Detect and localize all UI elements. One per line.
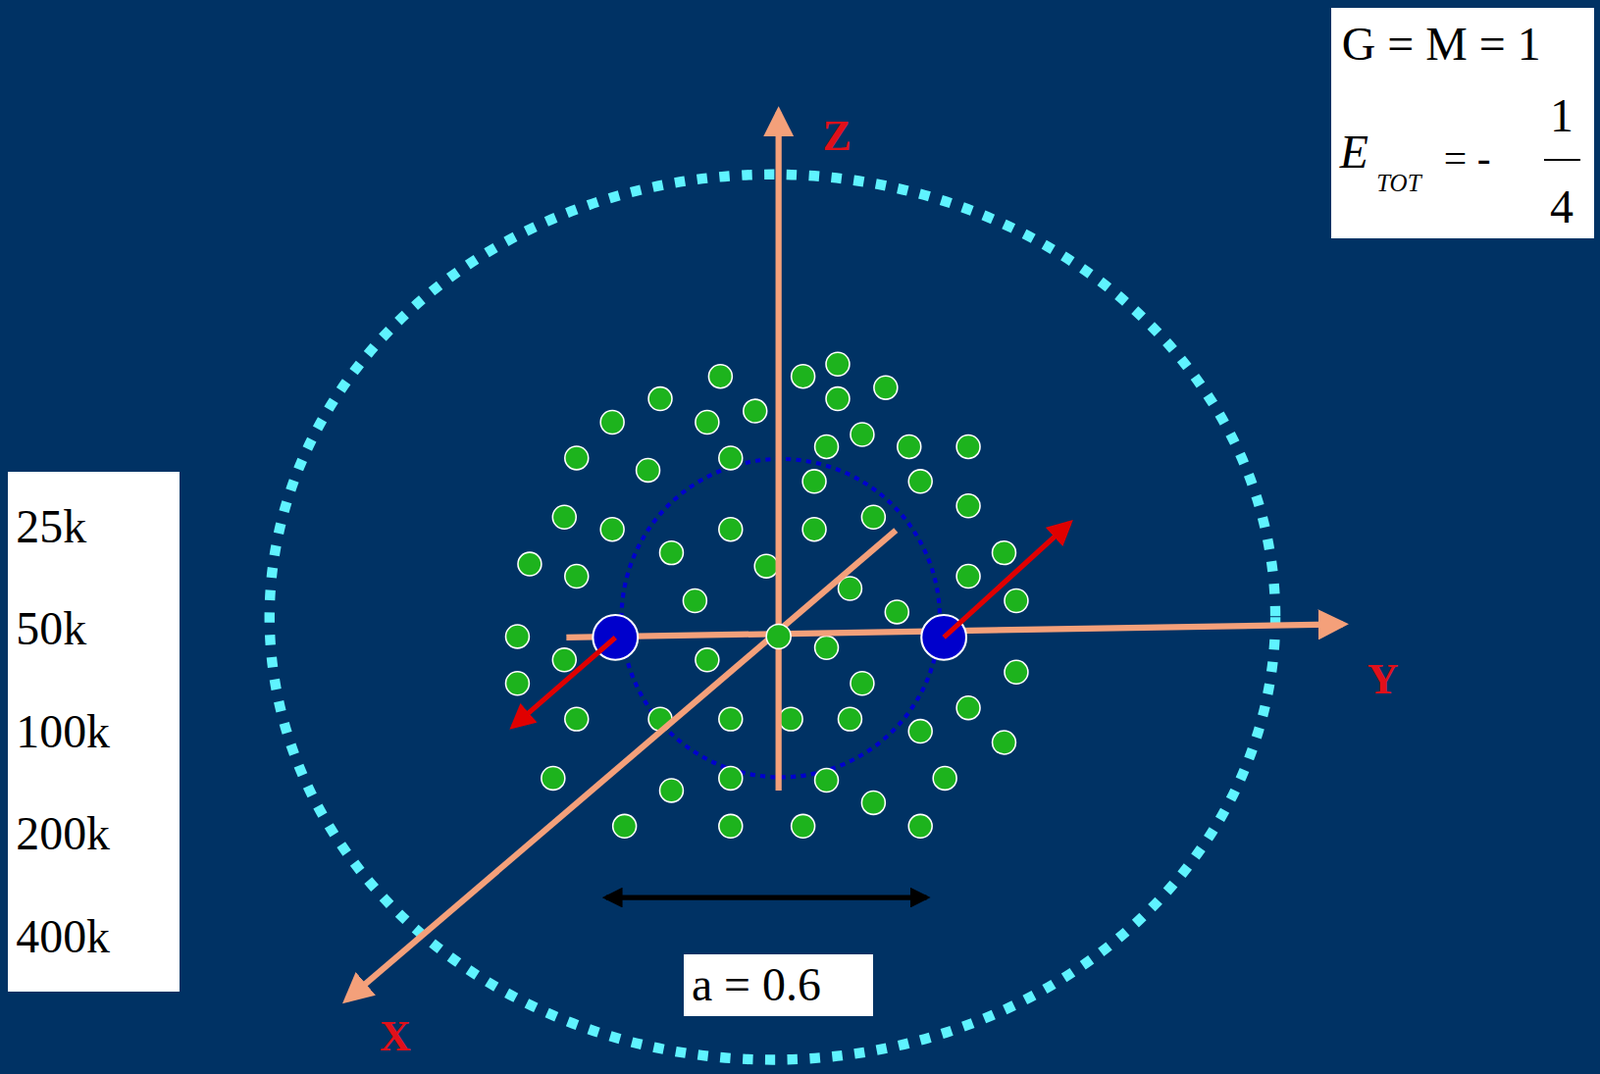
star-particle: [541, 766, 566, 790]
star-particle: [778, 707, 803, 731]
star-particle: [565, 565, 589, 589]
parameter-text: 4: [1549, 183, 1574, 231]
star-particle: [815, 435, 839, 460]
parameter-text: = -: [1444, 138, 1492, 180]
star-particle: [850, 671, 875, 696]
parameter-text: 1: [1549, 92, 1574, 140]
particle-count: 400k: [15, 913, 110, 961]
star-particle: [874, 375, 898, 400]
star-particle: [613, 814, 637, 838]
axis-label: Z: [822, 114, 851, 158]
star-particle: [695, 411, 720, 435]
star-particle: [660, 541, 684, 566]
star-particle: [719, 707, 743, 731]
star-particle: [992, 730, 1017, 755]
star-particle: [956, 696, 981, 721]
star-particle: [908, 720, 932, 744]
star-particle: [719, 766, 743, 790]
star-particle: [956, 435, 981, 460]
star-particles: [505, 352, 1028, 838]
star-particle: [897, 435, 922, 460]
dimension-label: a = 0.6: [691, 961, 822, 1009]
star-particle: [1004, 660, 1029, 684]
star-particle: [552, 648, 576, 672]
star-particle: [815, 769, 839, 793]
star-particle: [708, 364, 732, 389]
center-particle: [766, 623, 791, 649]
axis-label: X: [379, 1015, 412, 1059]
star-particle: [648, 387, 672, 412]
star-particle: [802, 469, 826, 494]
particle-count: 200k: [15, 810, 110, 858]
star-particle: [861, 505, 885, 529]
star-particle: [565, 446, 589, 470]
particle-count-box: 25k 50k 100k 200k 400k: [7, 471, 180, 992]
star-particle: [552, 505, 576, 529]
star-particle: [754, 554, 778, 578]
star-particle: [565, 707, 589, 731]
separation-arrow: [606, 895, 928, 901]
particle-count: 50k: [15, 605, 87, 653]
parameter-box: G = M = 1 E TOT = - 1 4: [1331, 7, 1594, 239]
star-particle: [719, 814, 743, 838]
star-particle: [825, 352, 850, 376]
star-particle: [908, 469, 932, 494]
star-particle: [861, 790, 885, 815]
star-particle: [791, 814, 816, 838]
velocity-arrow: [513, 637, 616, 726]
star-particle: [956, 565, 981, 589]
star-particle: [695, 648, 720, 672]
star-particle: [992, 541, 1017, 566]
star-particle: [791, 364, 816, 389]
parameter-text: TOT: [1376, 171, 1421, 197]
star-particle: [1004, 589, 1029, 614]
star-particle: [636, 458, 661, 482]
star-particle: [719, 446, 743, 470]
particle-count: 25k: [15, 503, 87, 551]
particle-count: 100k: [15, 708, 110, 756]
star-particle: [815, 635, 839, 660]
star-particle: [825, 387, 850, 412]
axis-label: Y: [1367, 658, 1399, 702]
z-axis: [775, 111, 782, 791]
star-particle: [802, 517, 826, 542]
star-particle: [837, 707, 862, 731]
star-particle: [932, 766, 957, 790]
velocity-arrow: [943, 522, 1070, 637]
star-particle: [517, 552, 542, 576]
x-axis: [347, 530, 896, 1000]
star-particle: [505, 624, 529, 649]
star-particle: [682, 589, 707, 614]
star-particle: [505, 671, 529, 696]
parameter-text: G = M = 1: [1341, 20, 1542, 68]
star-particle: [956, 494, 981, 518]
parameter-text: E: [1340, 128, 1369, 176]
star-particle: [884, 600, 909, 624]
star-particle: [719, 517, 743, 542]
star-particle: [850, 422, 875, 447]
fraction-bar: [1544, 158, 1581, 161]
star-particle: [600, 517, 624, 542]
star-particle: [908, 814, 932, 838]
star-particle: [600, 411, 624, 435]
separation-box: a = 0.6: [683, 954, 874, 1017]
outer-boundary: [269, 174, 1276, 1061]
star-particle: [660, 778, 684, 803]
star-particle: [743, 399, 768, 423]
